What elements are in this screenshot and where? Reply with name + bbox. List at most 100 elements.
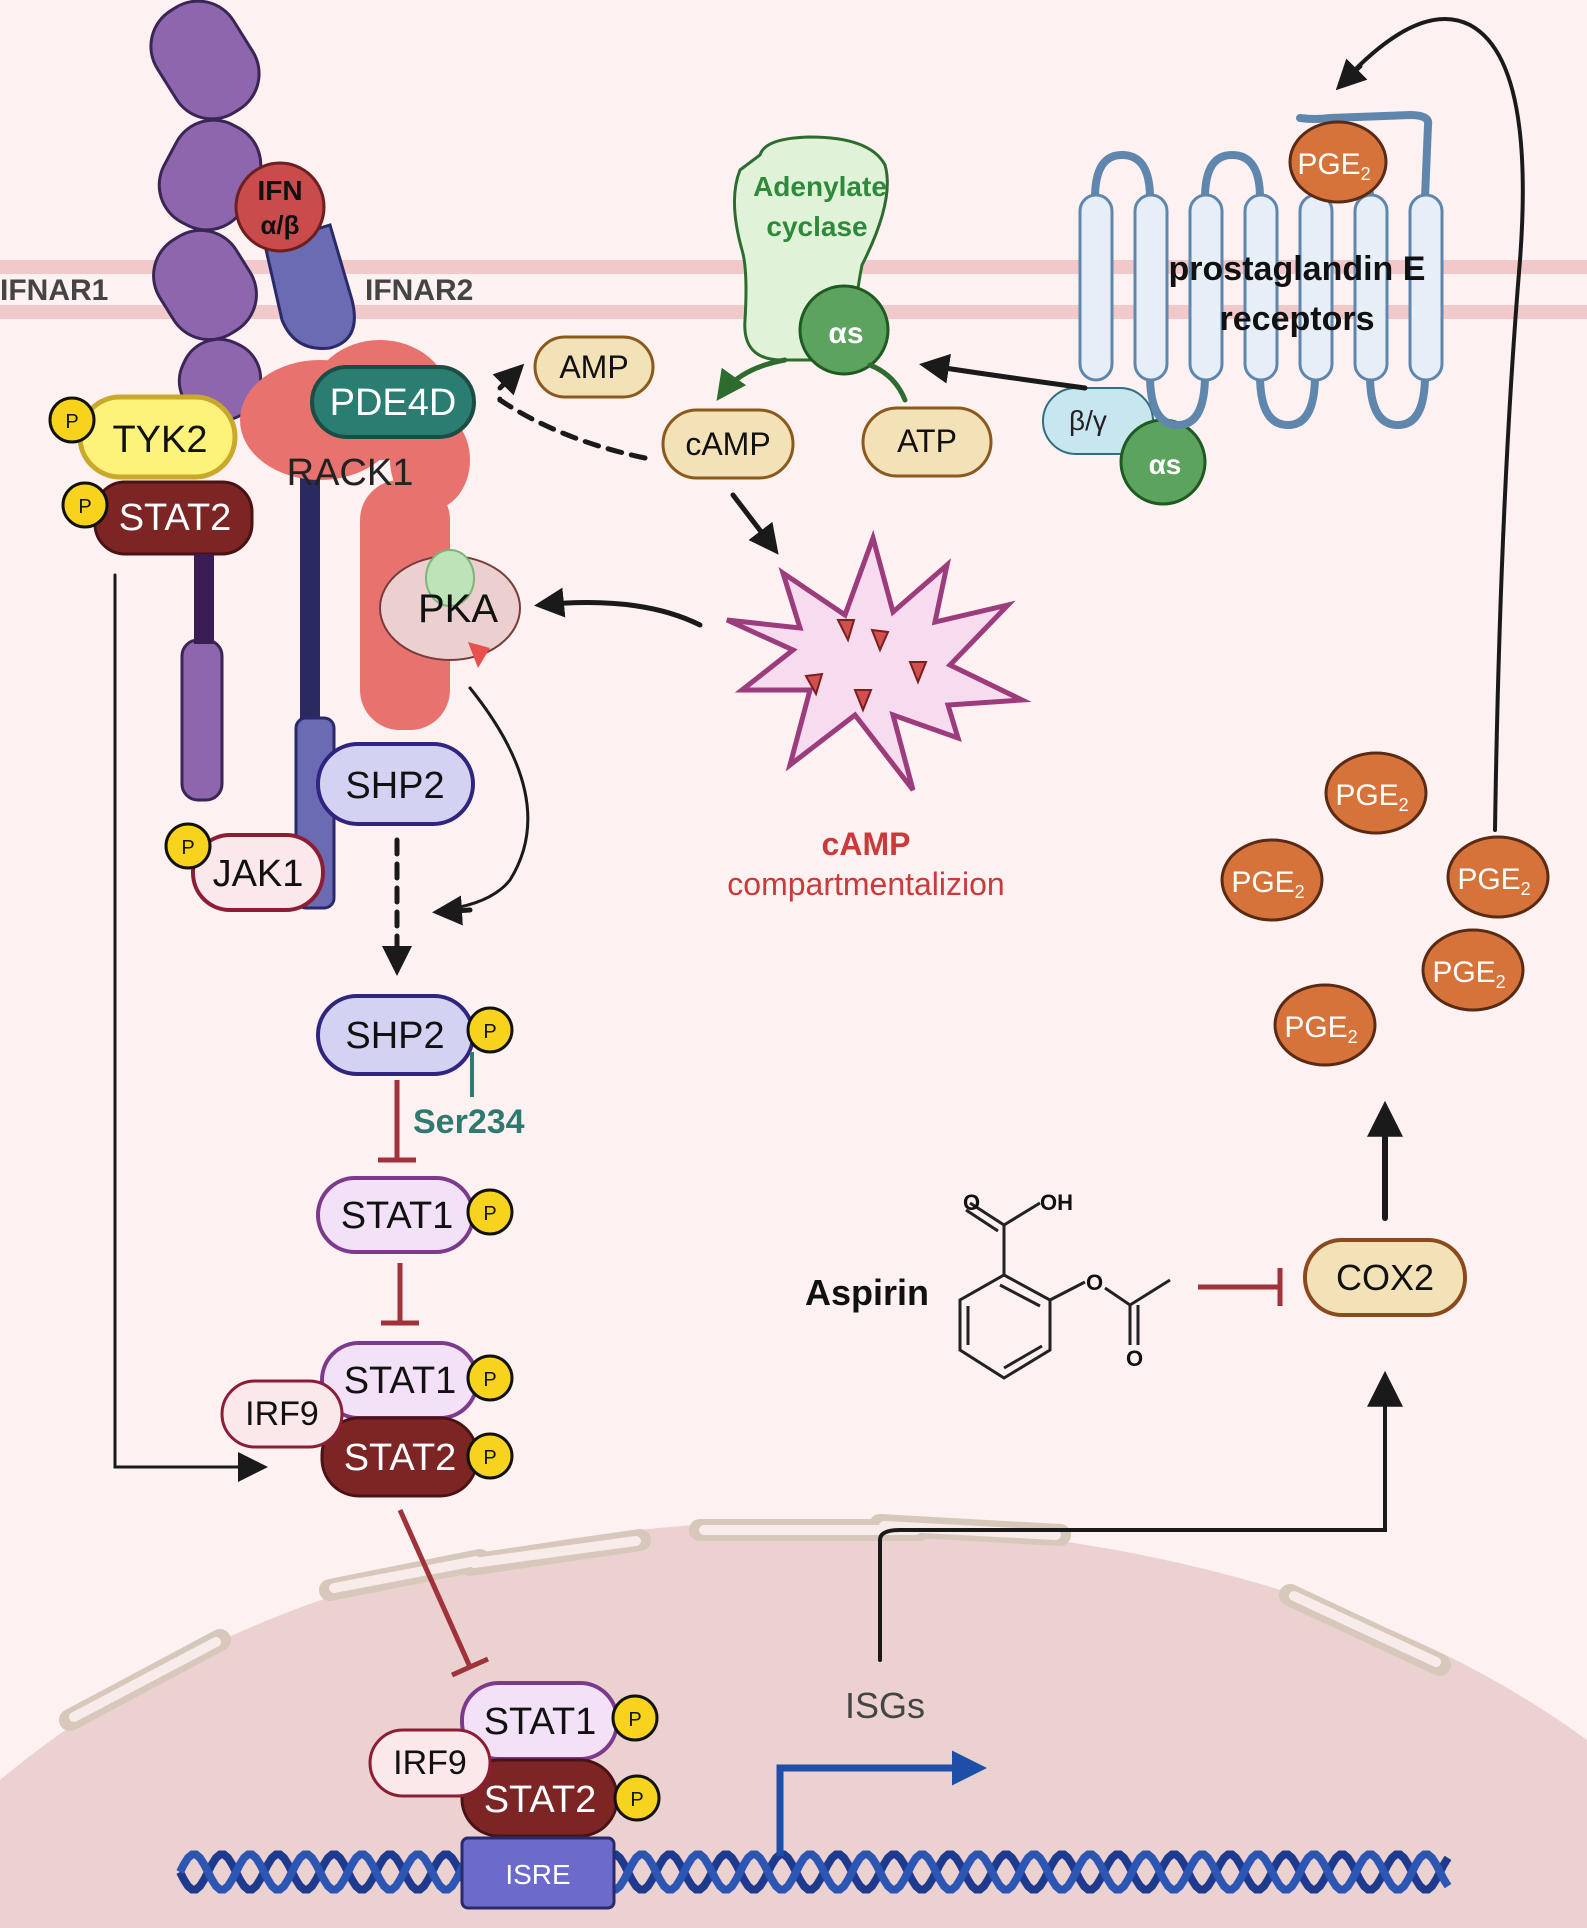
- svg-text:STAT2: STAT2: [119, 497, 232, 539]
- svg-text:P: P: [630, 1789, 643, 1811]
- ifnar2-label: IFNAR2: [365, 274, 473, 307]
- svg-text:P: P: [78, 496, 91, 518]
- svg-text:prostaglandin E: prostaglandin E: [1169, 250, 1426, 288]
- atp-node[interactable]: ATP: [861, 406, 993, 478]
- dna-double-helix: [176, 1850, 1452, 1894]
- camp-to-compartment-arrow: [730, 492, 779, 555]
- isre-element[interactable]: ISRE: [460, 1836, 616, 1910]
- svg-text:PGE2: PGE2: [1297, 148, 1370, 184]
- isgf3-complex-nucleus[interactable]: STAT1 STAT2 IRF9: [368, 1681, 619, 1838]
- phospho-badge: P: [61, 481, 109, 529]
- svg-text:PKA: PKA: [418, 587, 498, 631]
- ser234-label: Ser234: [413, 1103, 525, 1141]
- amp-node[interactable]: AMP: [533, 335, 655, 399]
- pge2-feedback-arrowhead: [1335, 58, 1368, 91]
- transcription-start-arrow: [776, 1750, 987, 1856]
- adenylate-to-camp-arrow: [716, 357, 788, 401]
- pge2-bound: PGE2: [1288, 120, 1388, 204]
- camp-compartment-subtitle: compartmentalizion: [727, 866, 1004, 902]
- cox2-node[interactable]: COX2: [1303, 1238, 1467, 1317]
- compartment-to-pka-arrow: [534, 587, 703, 628]
- ifnar1-label: IFNAR1: [0, 274, 108, 307]
- pge2-molecule: PGE2: [1446, 835, 1550, 919]
- phospho-badge: P: [466, 1432, 514, 1480]
- prostaglandin-e-receptor: prostaglandin E receptors: [1078, 110, 1444, 430]
- camp-compartment-star: [725, 529, 1032, 792]
- svg-text:cyclase: cyclase: [766, 211, 867, 242]
- pge2-feedback-loop: [1343, 17, 1525, 832]
- pde4d-node[interactable]: PDE4D: [310, 365, 476, 439]
- svg-text:PGE2: PGE2: [1284, 1011, 1357, 1047]
- stat2-receptor-node[interactable]: STAT2: [93, 480, 254, 644]
- svg-text:P: P: [483, 1447, 496, 1469]
- svg-text:αs: αs: [828, 317, 863, 350]
- pge2-molecule: PGE2: [1421, 928, 1525, 1012]
- svg-text:SHP2: SHP2: [345, 765, 444, 807]
- inhibition-marks: [378, 1080, 1283, 1678]
- aspirin-label: Aspirin: [805, 1272, 929, 1313]
- svg-text:ATP: ATP: [897, 423, 957, 459]
- svg-text:P: P: [65, 411, 78, 433]
- svg-text:STAT2: STAT2: [484, 1779, 597, 1821]
- svg-text:PGE2: PGE2: [1432, 956, 1505, 992]
- phospho-badge: P: [611, 1694, 659, 1742]
- atp-to-adenylate-line: [867, 362, 908, 403]
- alpha-s-subunit: αs: [798, 284, 890, 376]
- gpcr-to-alpha-s-arrow: [919, 353, 1088, 391]
- camp-to-amp-arrow: [495, 387, 648, 461]
- svg-text:cAMP: cAMP: [685, 426, 770, 462]
- atom-o: O: [1086, 1270, 1103, 1295]
- stat1-node[interactable]: STAT1: [316, 1176, 475, 1254]
- svg-text:β/γ: β/γ: [1069, 405, 1107, 436]
- svg-text:Adenylate: Adenylate: [753, 171, 887, 202]
- svg-text:AMP: AMP: [559, 349, 628, 385]
- camp-node[interactable]: cAMP: [661, 408, 795, 480]
- svg-text:receptors: receptors: [1220, 300, 1375, 338]
- ifn-alpha-beta-ligand: IFN α/β: [234, 161, 326, 253]
- svg-text:α/β: α/β: [260, 210, 299, 240]
- svg-text:IRF9: IRF9: [245, 1395, 319, 1433]
- svg-text:P: P: [628, 1709, 641, 1731]
- pka-to-shp2-curve: [438, 686, 530, 912]
- svg-text:IFN: IFN: [257, 175, 302, 206]
- pka-to-shp2-arrowhead: [432, 895, 473, 926]
- camp-compartment-title: cAMP: [822, 826, 911, 862]
- isgs-to-cox2-line: [878, 1383, 1387, 1662]
- svg-text:P: P: [483, 1021, 496, 1043]
- svg-text:P: P: [483, 1203, 496, 1225]
- atom-oh: OH: [1040, 1190, 1073, 1215]
- atom-o: O: [963, 1190, 980, 1215]
- aspirin-inhibits-cox2: [1198, 1268, 1283, 1306]
- tyk2-node[interactable]: TYK2: [77, 394, 238, 480]
- svg-text:P: P: [181, 837, 194, 859]
- nucleus: [0, 1514, 1587, 1928]
- svg-text:IRF9: IRF9: [393, 1744, 467, 1782]
- phospho-badge: P: [48, 396, 96, 444]
- pge2-molecule: PGE2: [1220, 838, 1324, 922]
- phospho-badge: P: [164, 822, 212, 870]
- svg-text:αs: αs: [1149, 449, 1182, 480]
- svg-text:TYK2: TYK2: [112, 419, 207, 461]
- shp2-phospho-node[interactable]: SHP2: [316, 994, 475, 1076]
- shp2-inhibits-stat1: [378, 1080, 416, 1163]
- isgs-label: ISGs: [845, 1685, 925, 1726]
- jak1-node[interactable]: JAK1: [191, 833, 325, 912]
- svg-text:ISRE: ISRE: [505, 1859, 570, 1890]
- atom-o: O: [1126, 1346, 1143, 1371]
- pge2-molecule: PGE2: [1273, 983, 1377, 1067]
- isgf3-complex-cytoplasm[interactable]: STAT1 STAT2 IRF9: [220, 1341, 479, 1498]
- svg-text:SHP2: SHP2: [345, 1015, 444, 1057]
- phospho-badge: P: [466, 1006, 514, 1054]
- pka-node[interactable]: PKA: [379, 549, 521, 668]
- phospho-badge: P: [466, 1188, 514, 1236]
- pathway-arrows: [113, 17, 1525, 1662]
- aspirin-structure: [958, 1201, 1171, 1380]
- shp2-node[interactable]: SHP2: [316, 742, 475, 826]
- svg-text:PGE2: PGE2: [1335, 779, 1408, 815]
- svg-text:STAT1: STAT1: [341, 1195, 454, 1237]
- stat2-to-complex-line: [113, 573, 257, 1469]
- svg-text:PDE4D: PDE4D: [330, 382, 457, 424]
- svg-text:PGE2: PGE2: [1457, 863, 1530, 899]
- svg-text:STAT1: STAT1: [344, 1360, 457, 1402]
